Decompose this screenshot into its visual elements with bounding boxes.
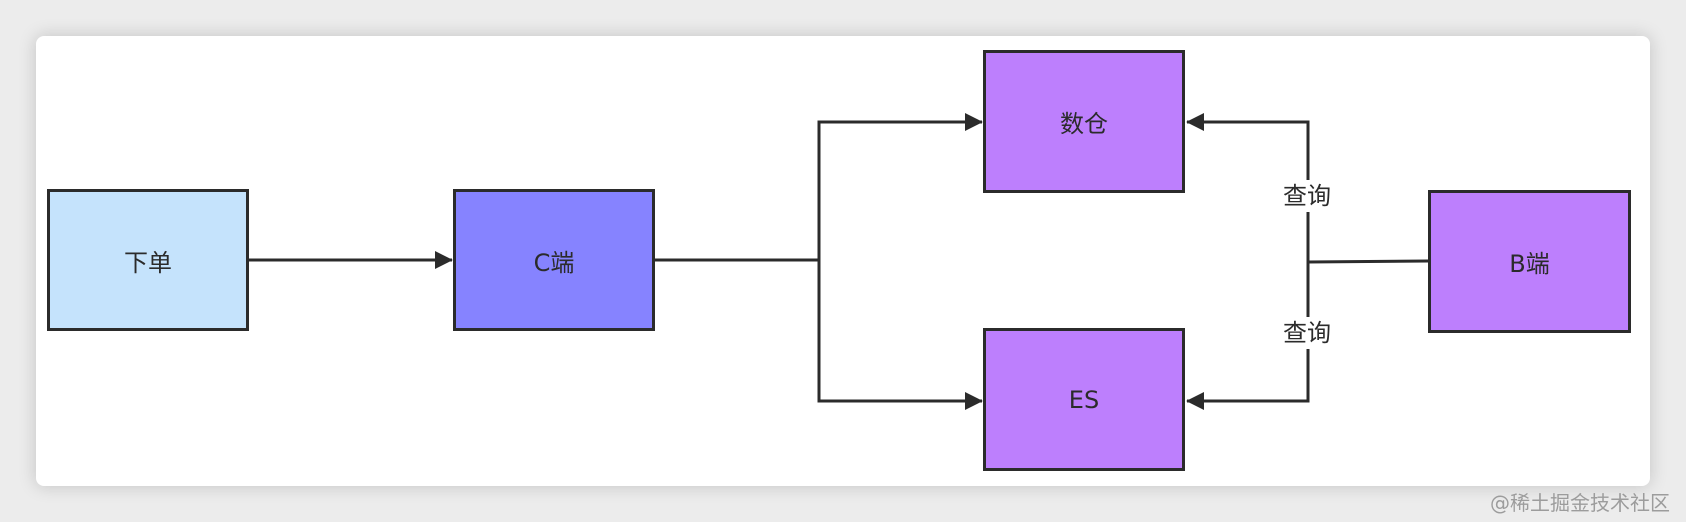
edge-split-to-warehouse <box>817 113 983 260</box>
edge-b-to-junction <box>1307 259 1429 264</box>
edge-label-query-bottom: 查询 <box>1279 317 1335 349</box>
edge-junction-to-warehouse <box>1186 113 1310 262</box>
node-warehouse[interactable]: 数仓 <box>983 50 1185 193</box>
edge-junction-to-es <box>1186 262 1310 410</box>
edge-label-query-top: 查询 <box>1279 180 1335 212</box>
node-es[interactable]: ES <box>983 328 1185 471</box>
edge-split-to-es <box>817 260 983 410</box>
node-b-end[interactable]: B端 <box>1428 190 1631 333</box>
watermark: @稀土掘金技术社区 <box>1490 491 1670 515</box>
node-c-end[interactable]: C端 <box>453 189 655 331</box>
node-order[interactable]: 下单 <box>47 189 249 331</box>
